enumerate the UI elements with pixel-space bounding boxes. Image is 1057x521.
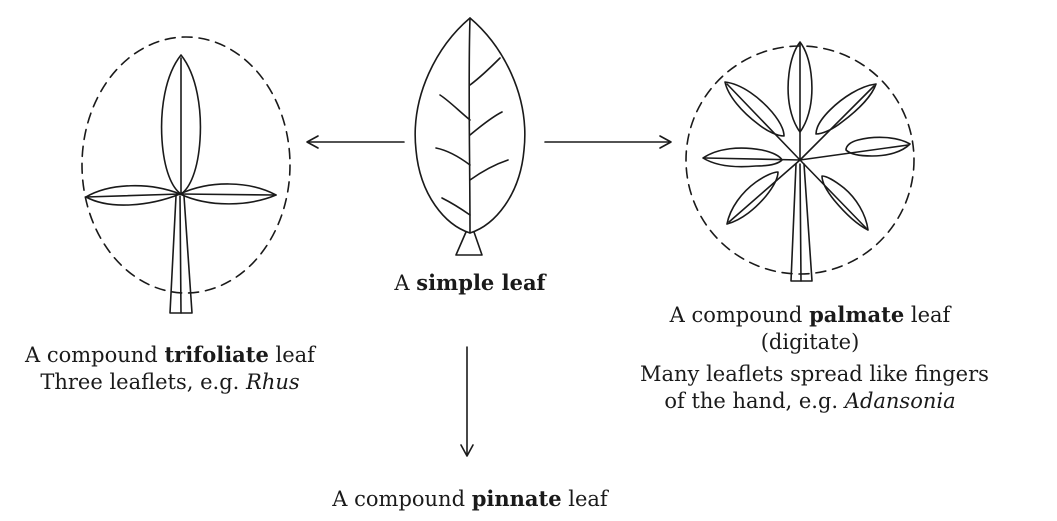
trifoliate-label-line2: Three leaflets, e.g. Rhus (0, 369, 340, 396)
simple-leaf-label-bold: simple leaf (416, 270, 545, 295)
simple-leaf-vein (470, 58, 500, 85)
palmate-example-text: of the hand, e.g. (664, 389, 844, 413)
palmate-example-genus: Adansonia (845, 389, 956, 413)
trifoliate-leaflet-left-midrib (86, 194, 180, 197)
palmate-label-line3: Many leaflets spread like fingers (640, 361, 980, 388)
pinnate-label-prefix: A compound (332, 487, 471, 511)
trifoliate-label-suffix: leaf (269, 343, 315, 367)
simple-leaf-petiole (456, 232, 482, 255)
simple-leaf-label: A simple leaf (370, 269, 570, 297)
palmate-label-line4: of the hand, e.g. Adansonia (640, 388, 980, 415)
pinnate-label: A compound pinnate leaf (270, 485, 670, 513)
simple-leaf-vein (442, 198, 470, 215)
trifoliate-petiole-mid (180, 196, 181, 313)
palmate-label-line2: (digitate) (640, 329, 980, 356)
palmate-label: A compound palmate leaf (digitate) Many … (640, 301, 980, 415)
palmate-label-bold: palmate (809, 302, 904, 327)
trifoliate-label-prefix: A compound (25, 343, 164, 367)
trifoliate-label-line1: A compound trifoliate leaf (0, 341, 340, 369)
palmate-leaflet (703, 148, 782, 167)
simple-leaf-label-prefix: A (394, 271, 416, 295)
palmate-label-prefix: A compound (670, 303, 809, 327)
trifoliate-example-text: Three leaflets, e.g. (40, 370, 246, 394)
pinnate-label-suffix: leaf (562, 487, 608, 511)
simple-leaf-vein (470, 160, 508, 180)
simple-leaf-drawing (415, 18, 525, 255)
simple-leaf-vein (436, 148, 470, 165)
simple-leaf-vein (440, 95, 470, 120)
trifoliate-leaflet-right-midrib (180, 194, 276, 195)
simple-leaf-midrib (469, 18, 470, 233)
arrow-left (307, 136, 404, 148)
palmate-label-suffix: leaf (904, 303, 950, 327)
palmate-label-line1: A compound palmate leaf (640, 301, 980, 329)
trifoliate-label: A compound trifoliate leaf Three leaflet… (0, 341, 340, 396)
simple-leaf-vein (470, 112, 502, 135)
arrow-down (461, 347, 473, 456)
pinnate-label-bold: pinnate (472, 486, 562, 511)
palmate-leaf-drawing (686, 42, 914, 281)
trifoliate-example-genus: Rhus (246, 370, 300, 394)
arrow-right (545, 136, 671, 148)
trifoliate-leaf-drawing (82, 37, 290, 313)
trifoliate-outline (82, 37, 290, 293)
trifoliate-label-bold: trifoliate (164, 342, 268, 367)
palmate-leaflet (816, 84, 876, 134)
